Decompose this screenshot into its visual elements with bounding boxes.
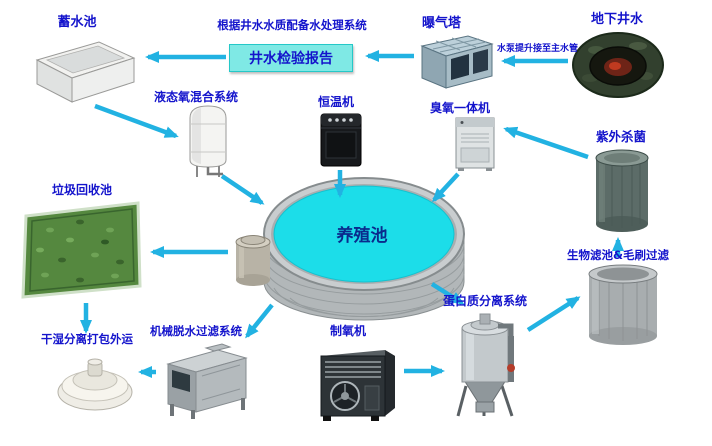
bio-filter-image (588, 264, 658, 345)
ozone-machine-image (455, 117, 495, 171)
storage-pool-image (35, 41, 136, 103)
arrow-liquid-oxygen-to-pool (220, 174, 265, 205)
thermostat-unit-image (320, 113, 362, 167)
bio-filter-label: 生物滤池&毛刷过滤 (566, 248, 670, 262)
breeding-pool-label: 养殖池 (336, 226, 388, 246)
protein-separator-image (456, 313, 515, 417)
filter-barrel-image (235, 235, 271, 286)
aeration-tower-label: 曝气塔 (421, 16, 461, 31)
protein-separator-label: 蛋白质分离系统 (442, 294, 527, 308)
ozone-machine-label: 臭氧一体机 (429, 101, 490, 115)
aeration-tower-image (420, 35, 494, 89)
underground-well-image (572, 32, 664, 98)
mechanical-dewatering-label: 机械脱水过滤系统 (150, 324, 242, 338)
oxygen-generator-image (320, 350, 395, 421)
underground-well-label: 地下井水 (590, 12, 643, 27)
dry-wet-separation-label: 干湿分离打包外运 (41, 332, 133, 346)
oxygen-generator-label: 制氧机 (329, 324, 366, 338)
dry-wet-separator-image (57, 358, 133, 411)
breeding-pool-image (263, 177, 465, 321)
uv-sterilizer-image (595, 149, 649, 232)
uv-sterilizer-label: 紫外杀菌 (595, 129, 646, 144)
thermostat-label: 恒温机 (317, 95, 354, 109)
arrow-protein-to-biofilter (526, 296, 581, 332)
mechanical-dewatering-image (166, 343, 248, 419)
liquid-oxygen-tank-image (189, 105, 227, 177)
pump-note-label: 水泵提升接至主水管 (497, 44, 579, 54)
liquid-oxygen-label: 液态氧混合系统 (153, 90, 238, 104)
arrow-uv-to-ozone (503, 126, 589, 160)
trash-recycle-pool-image (21, 201, 142, 299)
storage-pool-label: 蓄水池 (57, 15, 97, 30)
well-water-report-box: 井水检验报告 (229, 44, 353, 72)
arrow-storage-to-liquid-oxygen (94, 103, 179, 139)
treatment-note-label: 根据井水水质配备水处理系统 (217, 18, 367, 32)
trash-pool-label: 垃圾回收池 (51, 183, 112, 197)
